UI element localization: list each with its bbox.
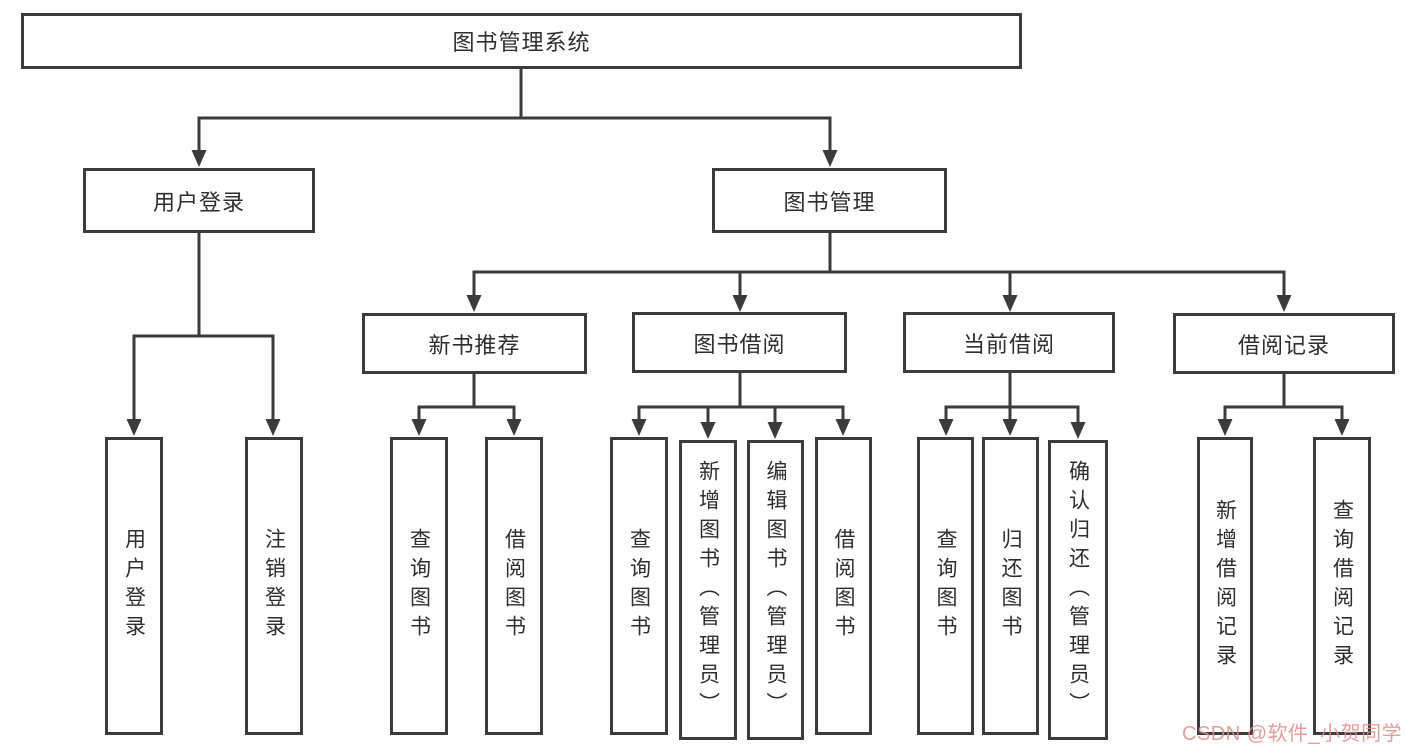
leaf-query-borrow-record: 查询借阅记录 (1313, 437, 1371, 735)
leaf-borrow-books-recommend-label: 借阅图书 (502, 528, 526, 644)
node-current-borrow-label: 当前借阅 (962, 331, 1055, 357)
node-borrow-records: 借阅记录 (1173, 313, 1395, 374)
leaf-add-borrow-record: 新增借阅记录 (1197, 437, 1253, 735)
leaf-borrow-books-label: 借阅图书 (832, 528, 855, 644)
node-book-management: 图书管理 (712, 168, 947, 233)
leaf-return-books: 归还图书 (982, 437, 1039, 735)
leaf-query-books-recommend-label: 查询图书 (407, 528, 431, 644)
leaf-logout-label: 注销登录 (262, 528, 286, 644)
leaf-confirm-return-admin: 确认归还（管理员） (1048, 440, 1108, 740)
node-root-label: 图书管理系统 (452, 30, 591, 55)
connector-bookborrow-to-leaves (631, 372, 851, 439)
leaf-logout: 注销登录 (245, 437, 303, 735)
leaf-borrow-books-recommend: 借阅图书 (485, 437, 543, 735)
leaf-query-books-borrow: 查询图书 (610, 437, 668, 735)
connector-borrowrecords-to-leaves (1217, 372, 1350, 436)
leaf-borrow-books: 借阅图书 (815, 437, 872, 735)
node-book-borrow-label: 图书借阅 (693, 331, 786, 357)
leaf-user-login-label: 用户登录 (122, 528, 146, 644)
node-user-login-label: 用户登录 (152, 189, 245, 215)
node-user-login: 用户登录 (83, 168, 315, 233)
connector-bookmgmt-to-modules (466, 231, 1292, 312)
leaf-add-borrow-record-label: 新增借阅记录 (1213, 499, 1237, 673)
leaf-query-books-recommend: 查询图书 (390, 437, 448, 735)
leaf-query-borrow-record-label: 查询借阅记录 (1330, 499, 1354, 673)
csdn-watermark: CSDN @软件_小贺同学 (1182, 723, 1403, 745)
leaf-confirm-return-admin-label: 确认归还（管理员） (1066, 459, 1090, 721)
connector-newbooks-to-leaves (411, 372, 522, 436)
leaf-user-login: 用户登录 (105, 437, 163, 735)
leaf-add-books-admin: 新增图书（管理员） (679, 440, 737, 740)
leaf-return-books-label: 归还图书 (999, 528, 1022, 644)
leaf-query-books-current: 查询图书 (917, 437, 974, 735)
node-borrow-records-label: 借阅记录 (1237, 332, 1330, 358)
connector-currentborrow-to-leaves (938, 372, 1086, 439)
leaf-add-books-admin-label: 新增图书（管理员） (696, 459, 720, 721)
node-current-borrow: 当前借阅 (903, 312, 1115, 373)
leaf-edit-books-admin-label: 编辑图书（管理员） (764, 459, 787, 721)
node-root-system: 图书管理系统 (21, 13, 1022, 69)
node-book-management-label: 图书管理 (783, 189, 876, 215)
node-new-book-recommend-label: 新书推荐 (428, 332, 521, 358)
leaf-query-books-current-label: 查询图书 (934, 528, 957, 644)
node-book-borrow: 图书借阅 (632, 312, 847, 373)
node-new-book-recommend: 新书推荐 (362, 313, 587, 374)
leaf-query-books-borrow-label: 查询图书 (627, 528, 651, 644)
connector-userlogin-to-leaves (126, 231, 281, 436)
leaf-edit-books-admin: 编辑图书（管理员） (747, 440, 804, 740)
connector-root-to-level2 (191, 67, 838, 167)
